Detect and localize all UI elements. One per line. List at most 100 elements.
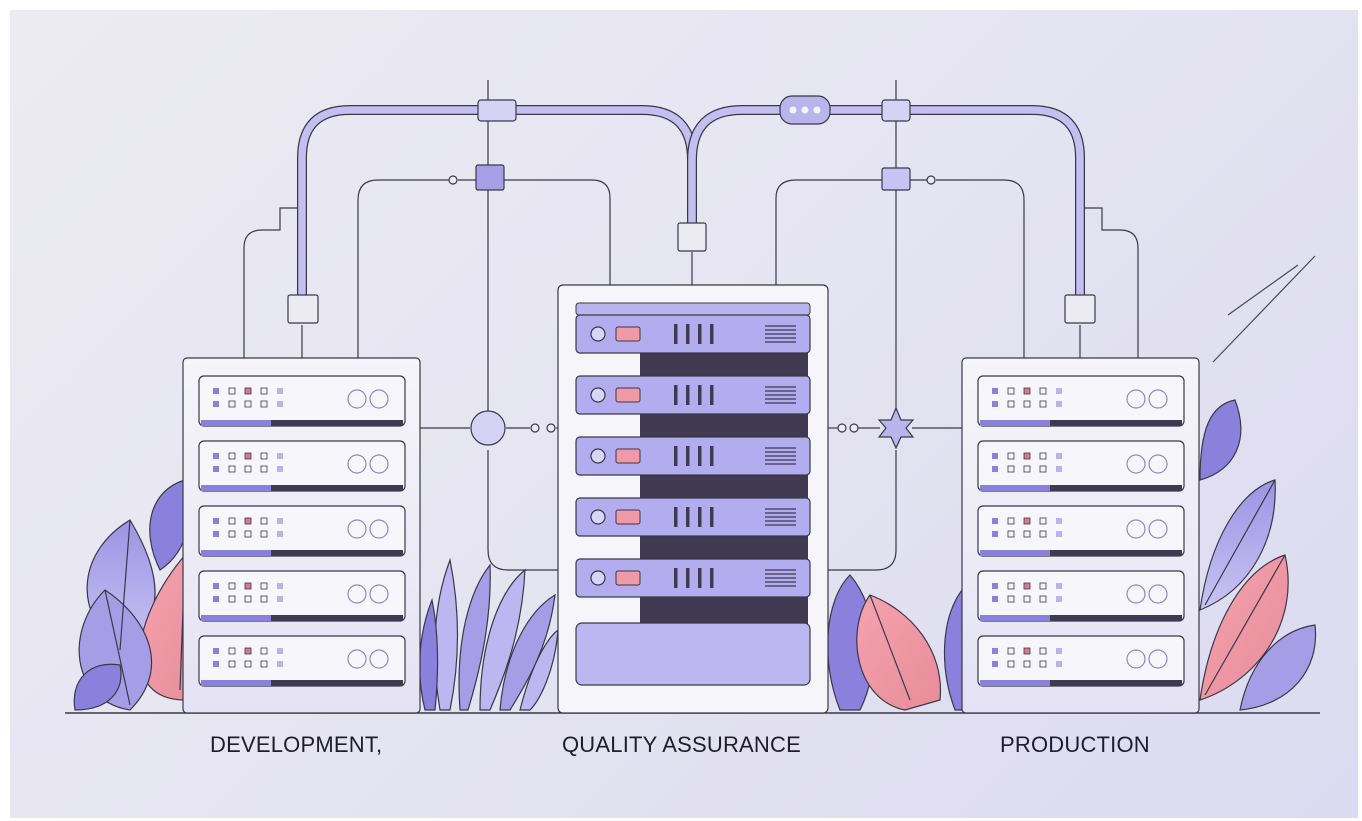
server-unit	[575, 314, 811, 354]
server-unit	[575, 497, 811, 537]
status-led	[1056, 583, 1062, 589]
status-led	[1007, 647, 1015, 655]
server-unit	[575, 558, 811, 598]
status-led	[213, 518, 219, 524]
rack-top-bar	[575, 302, 811, 316]
status-led	[1056, 518, 1062, 524]
status-led	[1007, 387, 1015, 395]
status-led	[992, 531, 998, 537]
status-led	[244, 660, 252, 668]
status-led	[228, 647, 236, 655]
status-led	[1039, 517, 1047, 525]
status-led	[1023, 517, 1031, 525]
status-led	[1056, 453, 1062, 459]
status-led	[992, 518, 998, 524]
status-led	[244, 400, 252, 408]
status-led	[1056, 661, 1062, 667]
server-rack-icon	[182, 357, 421, 714]
status-led	[213, 531, 219, 537]
status-led	[228, 530, 236, 538]
status-led	[228, 387, 236, 395]
status-led	[992, 401, 998, 407]
status-led	[1056, 531, 1062, 537]
status-led	[1039, 530, 1047, 538]
server-unit	[198, 505, 406, 557]
reflection-lines	[1212, 255, 1316, 363]
status-led	[228, 595, 236, 603]
server-unit	[575, 436, 811, 476]
status-led	[213, 648, 219, 654]
status-led	[213, 583, 219, 589]
status-led	[1007, 595, 1015, 603]
status-led	[244, 582, 252, 590]
server-unit	[575, 375, 811, 415]
status-led	[260, 530, 268, 538]
status-led	[1039, 400, 1047, 408]
status-led	[260, 582, 268, 590]
status-led	[244, 517, 252, 525]
status-led	[277, 661, 283, 667]
status-led	[1023, 530, 1031, 538]
status-led	[1023, 387, 1031, 395]
status-led	[992, 583, 998, 589]
status-led	[1023, 400, 1031, 408]
status-led	[1023, 582, 1031, 590]
server-rack-icon	[557, 284, 829, 714]
server-unit	[198, 375, 406, 427]
rack-base-panel	[575, 622, 811, 686]
hub-star-icon	[877, 406, 915, 450]
status-led	[277, 648, 283, 654]
status-led	[1023, 452, 1031, 460]
status-led	[277, 401, 283, 407]
status-led	[213, 661, 219, 667]
server-unit	[977, 505, 1185, 557]
status-led	[244, 452, 252, 460]
main-cable	[297, 105, 1085, 310]
server-rack-icon	[961, 357, 1200, 714]
status-led	[1039, 582, 1047, 590]
status-led	[244, 595, 252, 603]
server-unit	[198, 635, 406, 687]
status-led	[1039, 660, 1047, 668]
status-led	[228, 400, 236, 408]
quality-assurance-label: QUALITY ASSURANCE	[562, 732, 801, 757]
status-indicator	[615, 448, 641, 464]
server-unit	[198, 570, 406, 622]
status-led	[1056, 388, 1062, 394]
status-led	[277, 388, 283, 394]
status-led	[1007, 582, 1015, 590]
status-led	[1039, 387, 1047, 395]
status-led	[992, 453, 998, 459]
status-led	[213, 596, 219, 602]
status-led	[1039, 647, 1047, 655]
leaf-icon	[73, 479, 205, 711]
status-indicator	[615, 387, 641, 403]
status-led	[1039, 465, 1047, 473]
status-led	[213, 453, 219, 459]
leaf-icon	[1199, 399, 1317, 711]
server-unit	[198, 440, 406, 492]
network-cables	[243, 80, 1139, 571]
status-led	[1007, 660, 1015, 668]
status-led	[277, 466, 283, 472]
status-led	[260, 517, 268, 525]
status-led	[260, 387, 268, 395]
status-led	[992, 661, 998, 667]
deployment-environments-illustration	[65, 80, 1320, 714]
status-led	[260, 400, 268, 408]
status-led	[1056, 401, 1062, 407]
status-led	[260, 647, 268, 655]
production-label: PRODUCTION	[1000, 732, 1150, 757]
status-led	[260, 452, 268, 460]
status-led	[1007, 465, 1015, 473]
status-indicator	[615, 326, 641, 342]
status-led	[228, 582, 236, 590]
server-unit	[977, 635, 1185, 687]
status-led	[277, 596, 283, 602]
status-led	[228, 660, 236, 668]
status-led	[277, 518, 283, 524]
server-unit	[977, 570, 1185, 622]
status-led	[992, 596, 998, 602]
status-led	[213, 388, 219, 394]
status-led	[213, 401, 219, 407]
